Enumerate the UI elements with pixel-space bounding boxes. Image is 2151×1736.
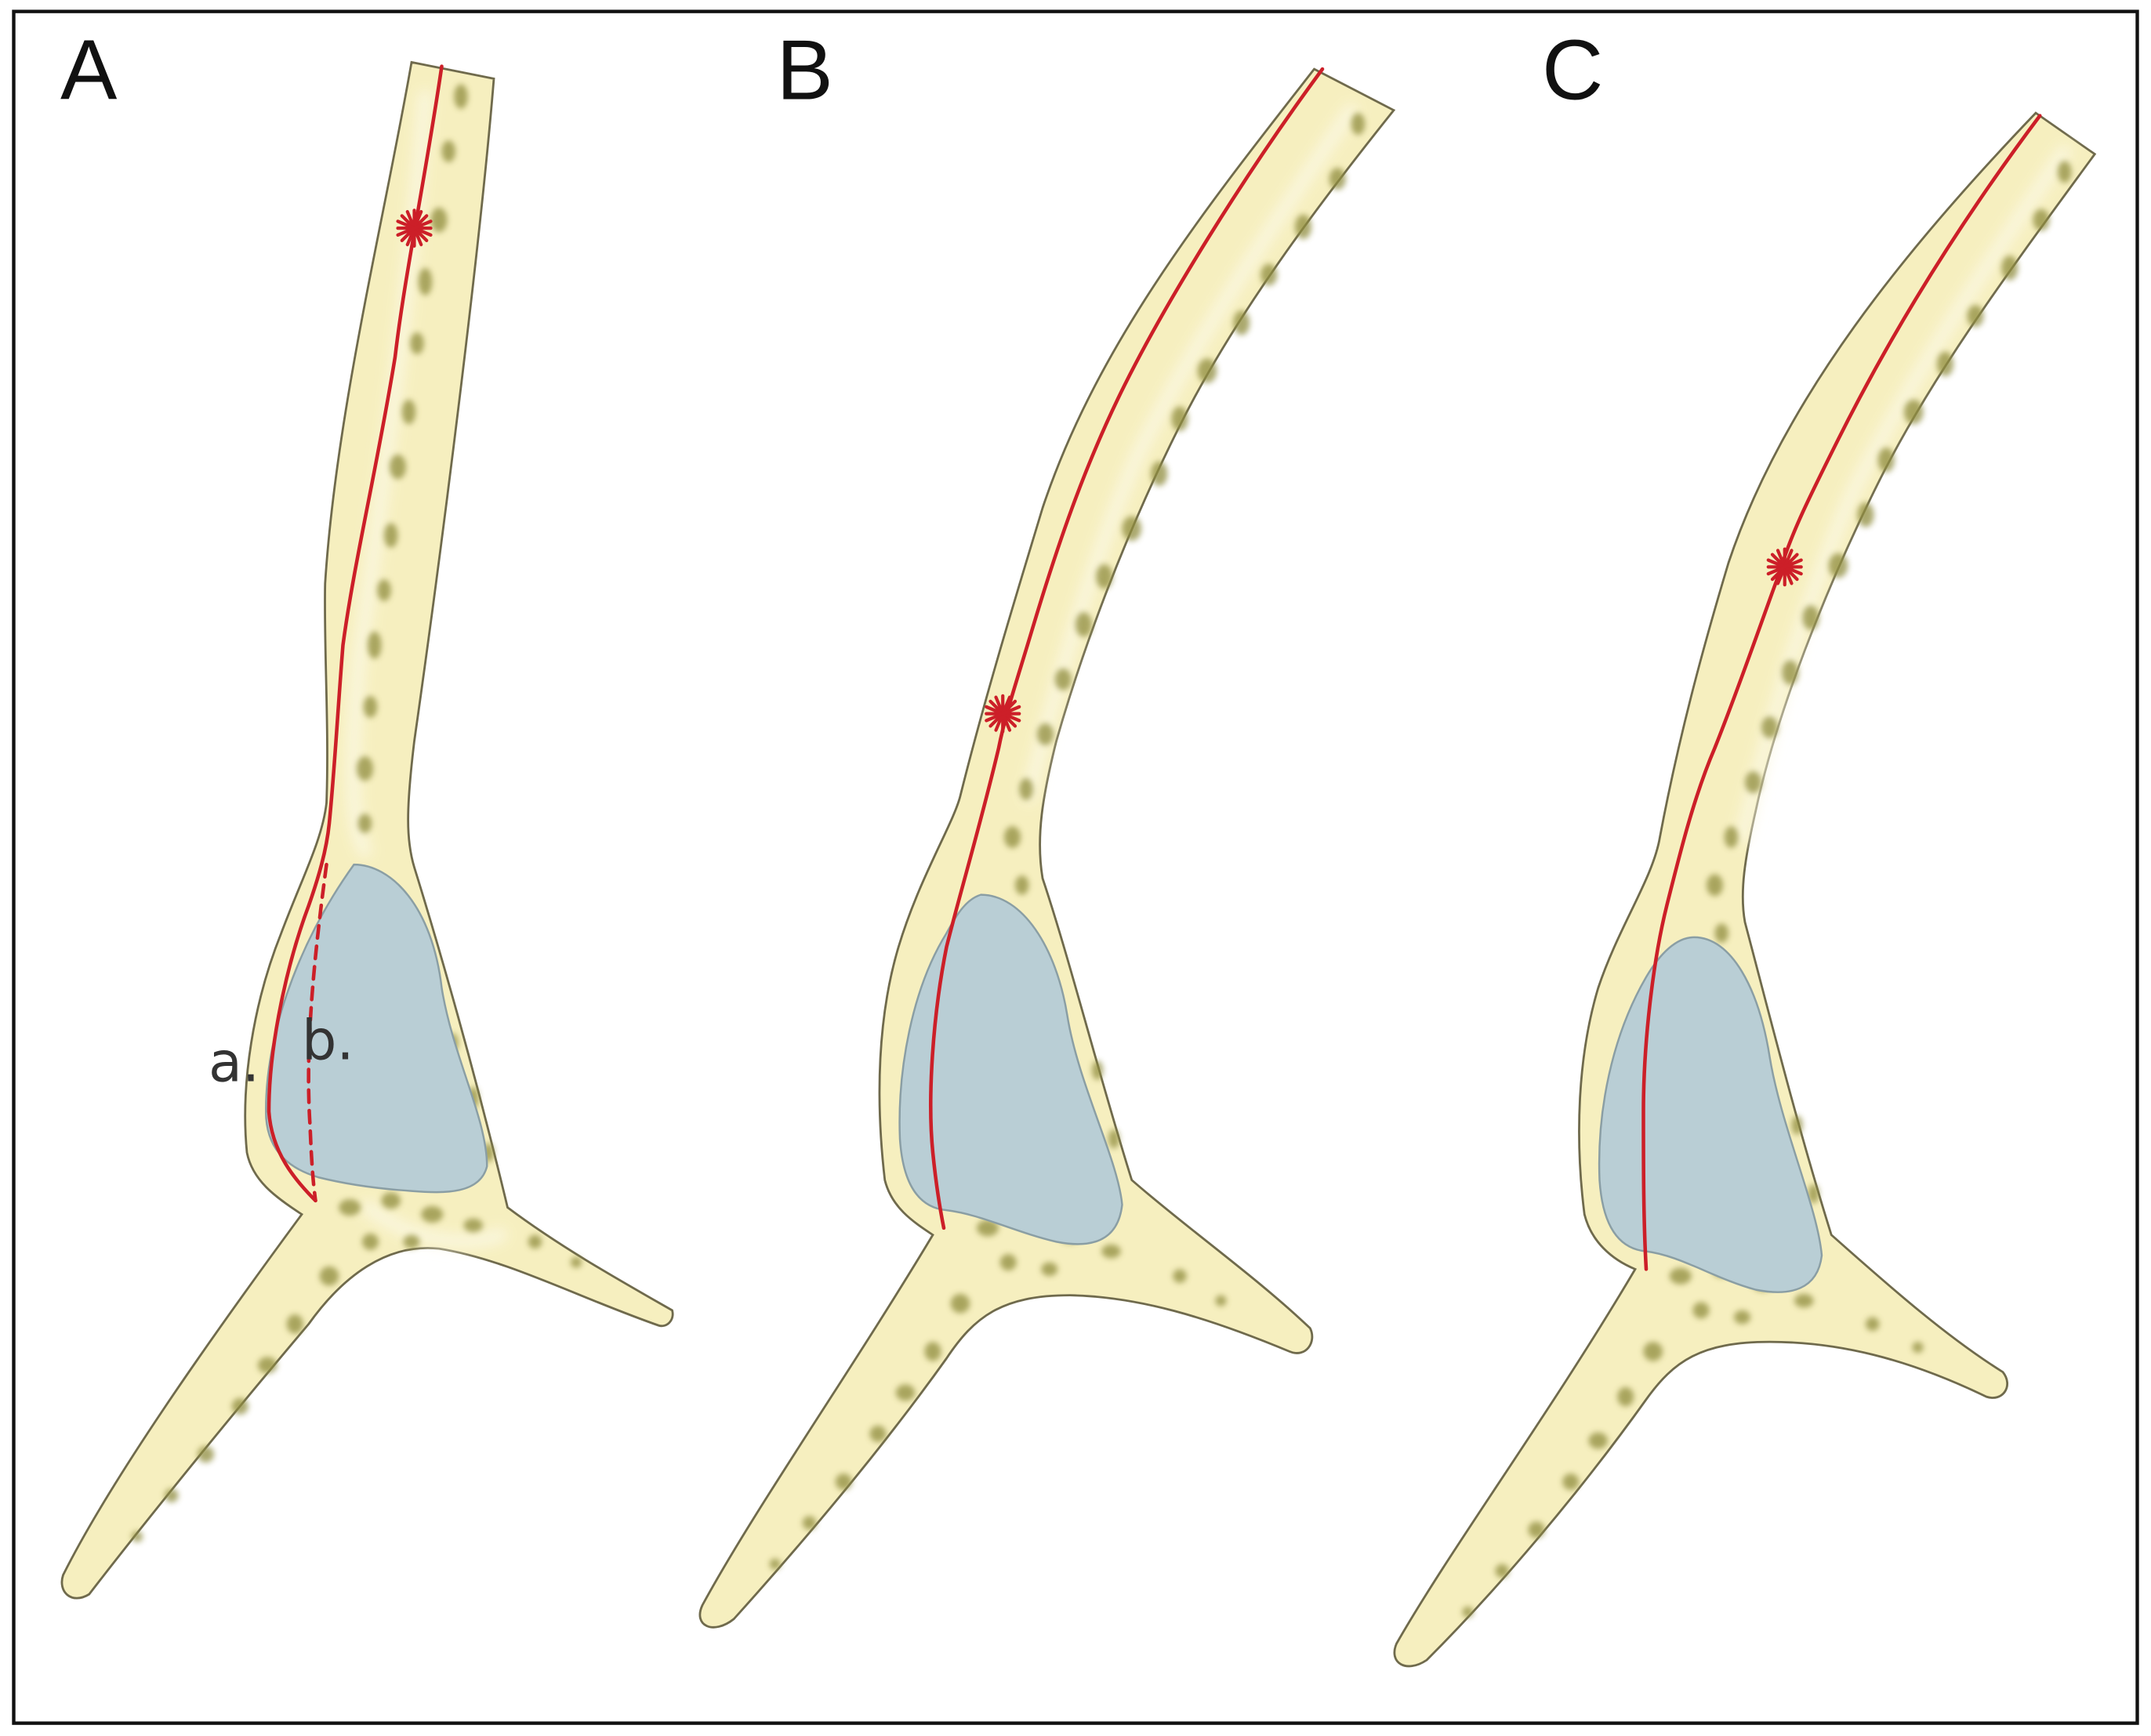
sinus-cavity [1598, 936, 1823, 1293]
marrow-spots [132, 84, 582, 1542]
bone-outline [1393, 111, 2097, 1668]
panel-c: C [1393, 23, 2097, 1668]
bone-outline [698, 67, 1396, 1629]
panel-b: B [698, 23, 1396, 1629]
path-label-a: a. [209, 1031, 259, 1095]
panel-letter-a: A [60, 23, 118, 118]
path-label-b: b. [302, 1009, 354, 1073]
marrow-spots [769, 113, 1366, 1570]
sinus-cavity [265, 863, 488, 1194]
panel-a: A a. b. [60, 23, 674, 1600]
nerve-lesion-marker [985, 694, 1021, 734]
nerve-path-b [307, 862, 328, 1203]
nerve-path [1641, 114, 2042, 1271]
panel-letter-c: C [1542, 23, 1603, 118]
sinus-cavity [898, 893, 1123, 1245]
nerve-lesion-marker [396, 208, 433, 248]
panel-letter-b: B [777, 23, 833, 118]
figure-frame [12, 9, 2139, 1725]
nerve-path-a [267, 64, 444, 1203]
nerve-lesion-marker [1766, 547, 1803, 587]
